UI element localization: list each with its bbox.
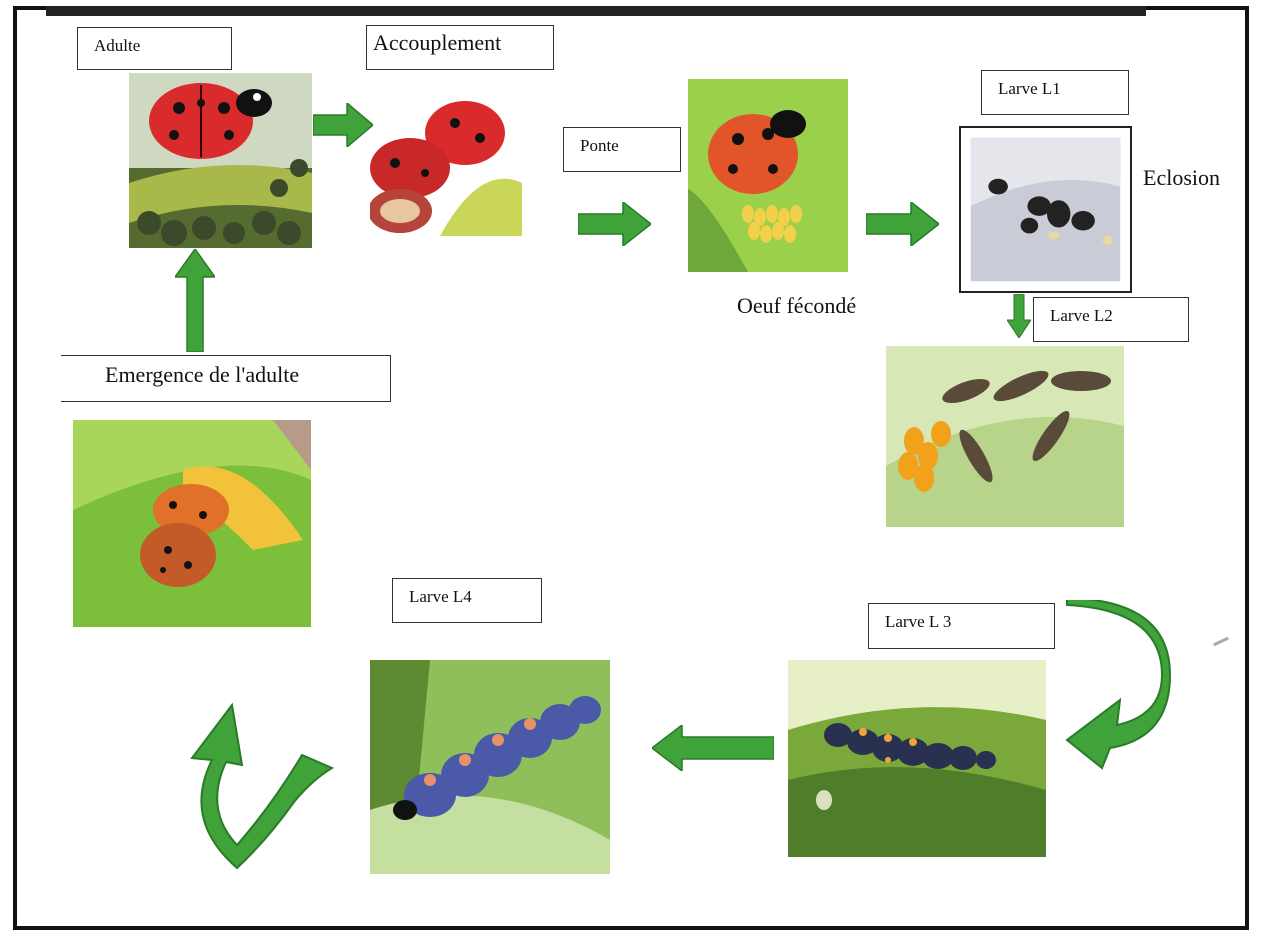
label-eclosion: Eclosion <box>1143 165 1220 191</box>
label-emergence: Emergence de l'adulte <box>61 355 391 402</box>
arrow-down-icon <box>1007 294 1031 338</box>
emerging-adult-icon <box>73 420 311 627</box>
label-oeuf-feconde: Oeuf fécondé <box>737 293 856 319</box>
label-accouplement: Accouplement <box>366 25 554 70</box>
label-larve-l1: Larve L1 <box>981 70 1129 115</box>
l3-larva-icon <box>788 660 1046 857</box>
arrow-right-icon <box>578 202 651 246</box>
ladybug-adult-icon <box>129 73 312 248</box>
label-larve-l4: Larve L4 <box>392 578 542 623</box>
label-larve-l3: Larve L 3 <box>868 603 1055 649</box>
l2-larvae-icon <box>886 346 1124 527</box>
l4-larva-icon <box>370 660 610 874</box>
label-adulte: Adulte <box>77 27 232 70</box>
curved-arrow-up-icon <box>182 700 337 870</box>
ladybug-egg-laying-icon <box>688 79 848 272</box>
top-border-bar <box>46 6 1146 16</box>
hatching-larvae-icon <box>959 126 1132 293</box>
arrow-right-icon <box>313 103 373 147</box>
label-larve-l2: Larve L2 <box>1033 297 1189 342</box>
arrow-up-icon <box>175 249 215 352</box>
arrow-right-icon <box>866 202 939 246</box>
label-ponte: Ponte <box>563 127 681 172</box>
curved-arrow-down-icon <box>1062 600 1172 770</box>
arrow-left-icon <box>652 725 774 771</box>
ladybug-mating-icon <box>370 93 522 236</box>
